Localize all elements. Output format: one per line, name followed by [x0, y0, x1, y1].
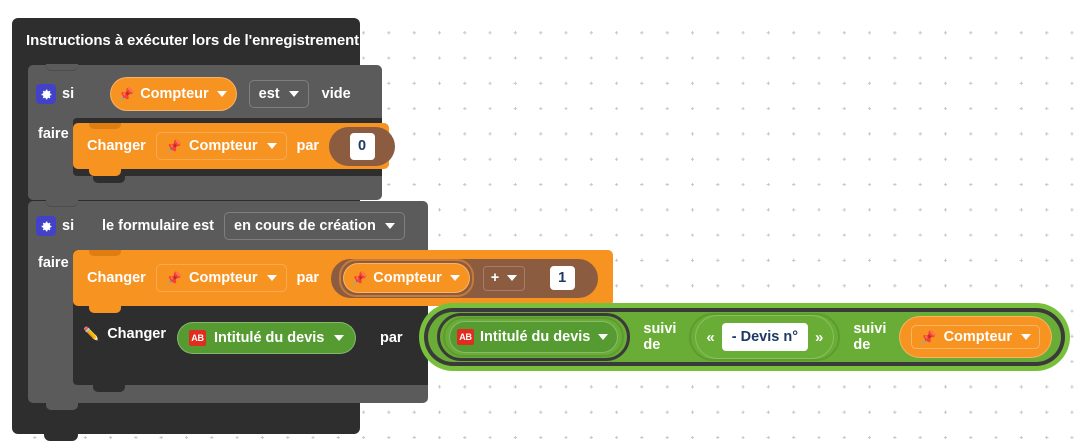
gear-icon[interactable] — [36, 84, 56, 104]
ab-icon: AB — [189, 330, 206, 346]
pin-icon: 📌 — [920, 329, 937, 345]
set-target-label-2: Compteur — [189, 270, 258, 286]
set-title-block-verb[interactable]: ✏️ Changer — [83, 326, 166, 342]
quote-open: « — [706, 328, 715, 346]
variable-compteur-pill[interactable]: 📌 Compteur — [110, 77, 237, 111]
do-mouth-2-notch — [93, 385, 125, 392]
operand-left-label: Compteur — [373, 270, 442, 286]
pin-icon: 📌 — [118, 86, 135, 102]
chevron-down-icon[interactable] — [289, 91, 299, 97]
stmt-1-top-notch — [89, 123, 121, 129]
set-target-label-1: Compteur — [189, 138, 258, 154]
set-title-target-label: Intitulé du devis — [214, 330, 325, 346]
chevron-down-icon[interactable] — [1021, 334, 1032, 340]
text-literal-reporter[interactable]: « - Devis n° » — [695, 315, 835, 359]
set-title-verb-label: Changer — [107, 326, 167, 342]
condition-slot-2[interactable]: le formulaire est en cours de création — [88, 206, 416, 246]
if-keyword-1: si — [62, 86, 75, 102]
set-target-dropdown-2[interactable]: 📌 Compteur — [155, 264, 287, 292]
concat-text-slot[interactable]: « - Devis n° » — [689, 313, 841, 361]
arithmetic-left-slot[interactable]: 📌 Compteur — [339, 259, 474, 297]
pencil-icon: ✏️ — [83, 326, 100, 341]
set-title-target-dropdown[interactable]: AB Intitulé du devis — [177, 322, 357, 354]
arithmetic-operator-dropdown[interactable]: + — [482, 265, 526, 291]
set-connector-label-1: par — [296, 138, 320, 154]
arithmetic-operator-label: + — [490, 270, 500, 286]
do-keyword-2: faire — [38, 255, 69, 271]
chevron-down-icon[interactable] — [507, 275, 518, 281]
form-state-label: en cours de création — [234, 218, 376, 234]
chevron-down-icon[interactable] — [449, 275, 460, 281]
set-connector-label-2: par — [296, 270, 320, 286]
event-block-bottom-notch — [44, 433, 78, 441]
concat-reporter-outline: AB Intitulé du devis suivi de « - Devis … — [424, 308, 1065, 366]
stmt-2-top-notch — [89, 250, 121, 256]
variable-compteur-operand[interactable]: 📌 Compteur — [343, 263, 470, 293]
form-state-dropdown[interactable]: en cours de création — [224, 212, 405, 240]
number-input-1[interactable]: 0 — [349, 132, 375, 160]
concat-part1-ring[interactable]: AB Intitulé du devis — [443, 317, 625, 357]
pin-icon: 📌 — [165, 270, 183, 286]
concat-part3-label: Compteur — [943, 329, 1013, 345]
number-reporter-2[interactable]: 1 — [534, 261, 591, 295]
pin-icon: 📌 — [351, 270, 368, 286]
gear-icon[interactable] — [36, 216, 56, 236]
concat-reporter-selected[interactable]: AB Intitulé du devis suivi de « - Devis … — [419, 303, 1070, 371]
operator-est-label: est — [258, 86, 280, 102]
set-variable-block-1[interactable]: Changer 📌 Compteur par 0 — [73, 123, 396, 176]
predicate-vide-label: vide — [321, 86, 351, 102]
do-keyword-1: faire — [38, 126, 69, 142]
concat-joiner-1-label: suivi de — [643, 321, 677, 353]
chevron-down-icon[interactable] — [598, 334, 609, 340]
operator-est-dropdown[interactable]: est — [249, 80, 309, 108]
concat-joiner-2-label: suivi de — [853, 321, 887, 353]
if-block-1-top-notch — [46, 64, 78, 71]
chevron-down-icon[interactable] — [385, 223, 395, 229]
set-target-dropdown-1[interactable]: 📌 Compteur — [155, 132, 287, 160]
arithmetic-reporter[interactable]: 📌 Compteur + 1 — [329, 256, 601, 300]
set-variable-block-2[interactable]: Changer 📌 Compteur par 📌 Compteur + 1 — [73, 250, 613, 313]
set-verb-label-2: Changer — [87, 270, 146, 286]
concat-part1-label: Intitulé du devis — [480, 329, 591, 345]
number-reporter-1[interactable]: 0 — [329, 126, 396, 166]
chevron-down-icon[interactable] — [334, 335, 345, 341]
concat-part1-slot[interactable]: AB Intitulé du devis — [437, 313, 631, 361]
ab-icon: AB — [457, 329, 474, 345]
stmt-2-bottom-notch — [89, 306, 121, 313]
chevron-down-icon[interactable] — [266, 143, 277, 149]
if-keyword-2: si — [62, 218, 75, 234]
text-literal-input[interactable]: - Devis n° — [721, 323, 808, 351]
do-mouth-1-notch — [93, 176, 125, 183]
condition-slot-1[interactable]: 📌 Compteur est vide — [88, 74, 370, 114]
number-input-2[interactable]: 1 — [549, 266, 575, 290]
variable-compteur-label: Compteur — [140, 86, 209, 102]
event-block-title: Instructions à exécuter lors de l'enregi… — [26, 32, 360, 49]
concat-reporter-body[interactable]: AB Intitulé du devis suivi de « - Devis … — [428, 312, 1061, 362]
quote-close: » — [815, 328, 824, 346]
chevron-down-icon[interactable] — [266, 275, 277, 281]
if-block-2-bottom-notch — [46, 403, 78, 410]
chevron-down-icon[interactable] — [217, 91, 227, 97]
pin-icon: 📌 — [165, 138, 183, 154]
variable-compteur-reporter-final[interactable]: 📌 Compteur — [899, 316, 1053, 358]
variable-intitule-pill[interactable]: AB Intitulé du devis — [449, 321, 619, 353]
variable-compteur-inner-box[interactable]: 📌 Compteur — [911, 325, 1041, 349]
condition-subject-label: le formulaire est — [102, 218, 215, 234]
if-block-2-top-notch — [46, 200, 78, 207]
set-verb-label-1: Changer — [87, 138, 146, 154]
set-title-connector-label: par — [380, 330, 403, 346]
stmt-1-bottom-notch — [89, 169, 121, 176]
